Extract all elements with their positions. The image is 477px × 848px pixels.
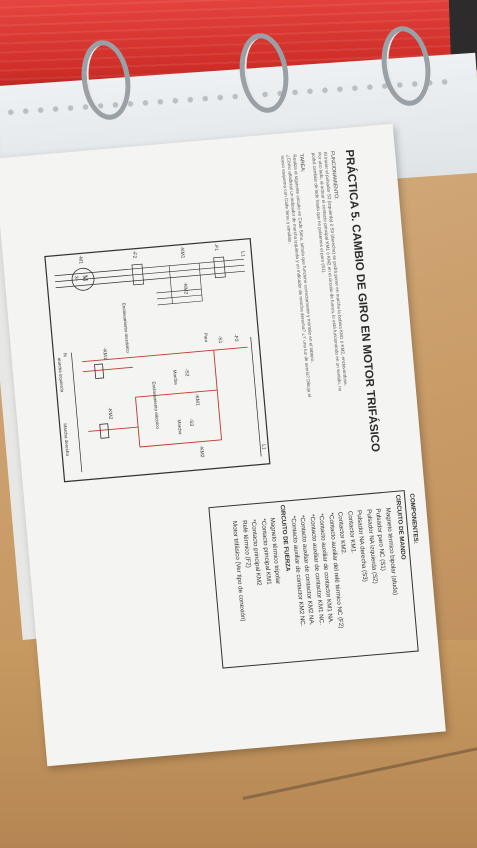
- label-marcha-izq: Marcha: [172, 369, 178, 385]
- label-paro: Paro: [203, 333, 209, 343]
- label-enclav-electrico: Enclavamiento eléctrico: [151, 381, 160, 429]
- label-f2-control: -F2: [232, 334, 239, 342]
- worksheet-page: PRÁCTICA 5. CAMBIO DE GIRO EN MOTOR TRIF…: [0, 123, 446, 767]
- label-km2-aux: -KM2: [198, 445, 205, 458]
- label-marcha-izquierda: marcha izquierda: [57, 357, 65, 392]
- label-enclav-mecanico: Enclavamiento mecánico: [121, 303, 130, 354]
- tarea-heading: TAREA:: [297, 153, 306, 173]
- motor-symbol: M: [81, 275, 88, 282]
- label-km1-power: -KM1: [179, 246, 186, 259]
- label-l1-control: L1: [260, 444, 266, 450]
- label-km2-coil: -KM2: [106, 407, 113, 420]
- label-km2-power: -KM2: [182, 282, 189, 295]
- label-l1: L1: [239, 251, 245, 257]
- label-marcha-der: Marcha: [177, 419, 183, 435]
- label-s2: -S2: [183, 368, 190, 376]
- label-m1: -M1: [77, 255, 84, 264]
- label-s1: -S1: [216, 335, 223, 343]
- label-km1-aux: -KM1: [193, 394, 200, 407]
- label-marcha-derecha: Marcha derecha: [63, 423, 71, 456]
- motor-phase: 3~: [73, 276, 79, 282]
- page-content: PRÁCTICA 5. CAMBIO DE GIRO EN MOTOR TRIF…: [0, 124, 446, 767]
- wiring-diagram: L1 -F1 -KM1 -KM2 -F2 M 3~ -M1: [44, 237, 271, 483]
- label-f2-power: -F2: [131, 251, 138, 259]
- label-n: N: [61, 353, 67, 358]
- label-km1-coil: -KM1: [101, 347, 108, 360]
- label-f1: -F1: [212, 243, 219, 251]
- components-heading: COMPONENTES:: [407, 493, 420, 545]
- label-s3: -S3: [188, 418, 195, 426]
